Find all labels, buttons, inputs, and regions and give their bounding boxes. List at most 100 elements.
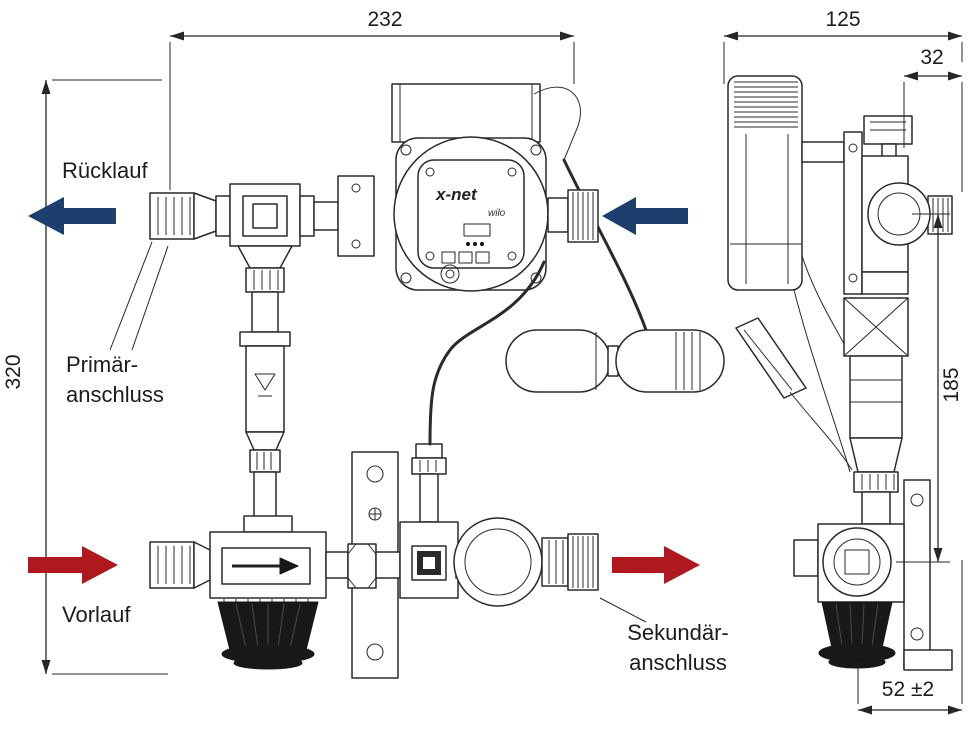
bracket-hole (910, 493, 924, 507)
handle-wire (533, 86, 581, 161)
pump-button (458, 251, 473, 264)
return-flow-arrow-primary (28, 197, 116, 235)
ruecklauf-union-nut (149, 192, 217, 240)
lever (735, 317, 807, 399)
primaeranschluss-label-line1: Primär- (66, 352, 138, 377)
column-taper (849, 437, 903, 473)
arrowhead (933, 548, 943, 562)
sekundaer-port (541, 533, 599, 591)
sekundaeranschluss-label-line1: Sekundär- (627, 620, 729, 645)
pump-knob-center (445, 269, 455, 279)
arrowhead (41, 80, 51, 94)
supply-flow-arrow-primary (28, 546, 118, 584)
face-screw (507, 251, 517, 261)
sensor-cable (428, 260, 546, 446)
pump-button (475, 251, 490, 264)
valve-flange-side (843, 131, 863, 295)
flange-bolt (848, 273, 858, 283)
round-union (453, 517, 543, 607)
arrowhead (904, 71, 918, 81)
column-body (849, 355, 903, 439)
housing-bolt (530, 144, 542, 156)
led-indicator (465, 241, 471, 247)
supply-flow-arrow-secondary (612, 546, 700, 584)
sekundaeranschluss-label-line2: anschluss (629, 650, 727, 675)
nut-ridges (861, 474, 895, 490)
hex-nut (347, 543, 377, 589)
flow-arrows (28, 197, 700, 584)
bracket-hole (910, 627, 924, 641)
union-inner-ring (464, 528, 532, 596)
bracket-screw-cross (369, 508, 381, 520)
union-hex (347, 543, 377, 589)
face-screw (425, 167, 435, 177)
pipe-bottom-2 (375, 551, 401, 579)
face-screw (425, 251, 435, 261)
brand-logo-text: x-net (435, 185, 478, 204)
valve-column-side (843, 297, 909, 525)
union-nut-body (149, 541, 195, 589)
valve-face-circle (822, 527, 892, 597)
knob-foot (828, 655, 886, 669)
pipe-segment (251, 291, 279, 333)
housing-bolt (530, 272, 542, 284)
lever-linkage (789, 391, 853, 471)
union-nut-ridges (157, 546, 191, 584)
pump-display (463, 223, 491, 237)
valve-stem-inner (252, 203, 278, 229)
knob-knurling (235, 603, 301, 649)
union-outer-ring (453, 517, 543, 607)
side-view (727, 75, 953, 671)
handwheel-knob-side (821, 601, 893, 649)
dimension-port-depth: 32 (903, 46, 963, 192)
union-taper (193, 192, 217, 240)
actuator-lever-side (735, 317, 853, 471)
wall-bracket-side (903, 479, 953, 671)
indicator-arrow-head (279, 557, 299, 575)
port-nut (541, 537, 569, 587)
pipe-top (313, 201, 339, 231)
flow-direction-symbol (254, 373, 276, 391)
dimension-front-width: 232 (169, 8, 575, 190)
valve-cap (415, 443, 443, 459)
face-screw (507, 167, 517, 177)
valve-face-square (844, 549, 870, 575)
sekundaer-leader-line (599, 597, 647, 623)
handle-lines (870, 121, 906, 131)
link-pipe-side (801, 141, 845, 163)
console-edges (399, 84, 533, 142)
valve-flange-right (299, 195, 315, 237)
led-indicator (479, 241, 485, 247)
console-outline (727, 75, 803, 291)
vertical-pipe-check-valve (237, 245, 293, 531)
dimension-bracket-offset: 52 ±2 (857, 560, 963, 715)
pump-faceplate (417, 159, 525, 269)
valve-base-side (861, 271, 909, 295)
valve-bonnet (243, 515, 293, 533)
hex-chamfers (347, 543, 377, 589)
union-cone (237, 245, 293, 269)
valve-stem (419, 473, 439, 523)
return-flow-arrow-secondary (602, 197, 688, 235)
dimensions: 232 125 32 320 (2, 8, 963, 715)
dimension-total-height: 320 (2, 79, 168, 675)
ball-valve-top (215, 183, 315, 247)
pump-console (391, 83, 541, 143)
thread-ridges (572, 192, 594, 240)
housing-bolt (400, 144, 412, 156)
arrowhead (858, 705, 872, 715)
port-nut-ridges (548, 540, 564, 584)
valve-taper (245, 431, 285, 451)
regulating-valve (399, 443, 459, 599)
primaer-leader-lines (109, 241, 169, 351)
side-stub (793, 539, 819, 577)
valve-flange-left (215, 195, 231, 237)
flange-bolt (351, 239, 361, 249)
console-contours (730, 134, 802, 284)
sight-glass (423, 557, 435, 569)
dimension-port-spacing: 185 (896, 213, 963, 563)
circulation-pump: x-net wilo (391, 83, 648, 446)
bracket-hole-bottom (366, 643, 384, 661)
